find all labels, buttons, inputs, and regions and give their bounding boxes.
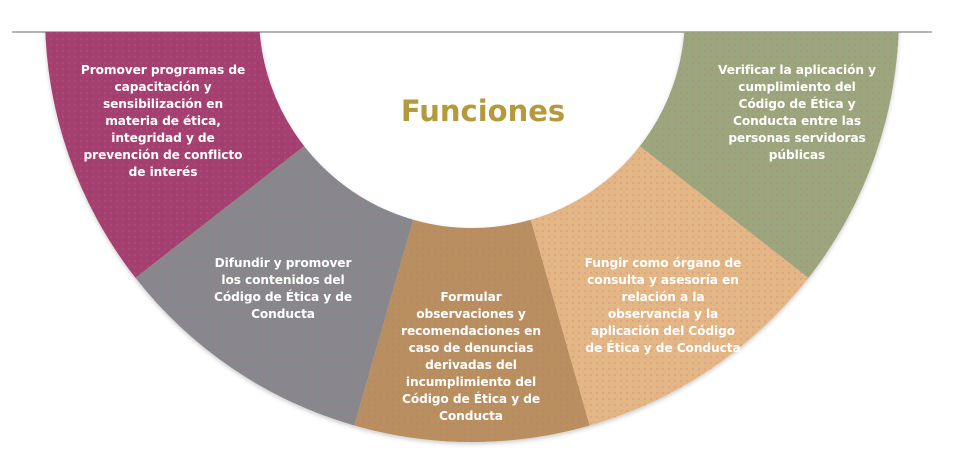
segment-3-text: Formular observaciones y recomendaciones… — [401, 290, 541, 423]
segment-1-text: Promover programas de capacitación y sen… — [80, 63, 246, 179]
segment-verificar-dot-texture — [639, 32, 899, 278]
segment-fungir-dot-texture — [530, 146, 809, 426]
segment-5-text: Verificar la aplicación y cumplimiento d… — [718, 63, 876, 162]
segment-capacitacion-dot-texture — [45, 32, 305, 278]
segment-formular-dot-texture — [354, 219, 590, 442]
segment-2-text: Difundir y promover los contenidos del C… — [214, 256, 352, 321]
segment-difundir-dot-texture — [135, 146, 414, 426]
segment-4-text: Fungir como órgano de consulta y asesorí… — [584, 256, 742, 355]
diagram-title: Funciones — [400, 94, 566, 128]
